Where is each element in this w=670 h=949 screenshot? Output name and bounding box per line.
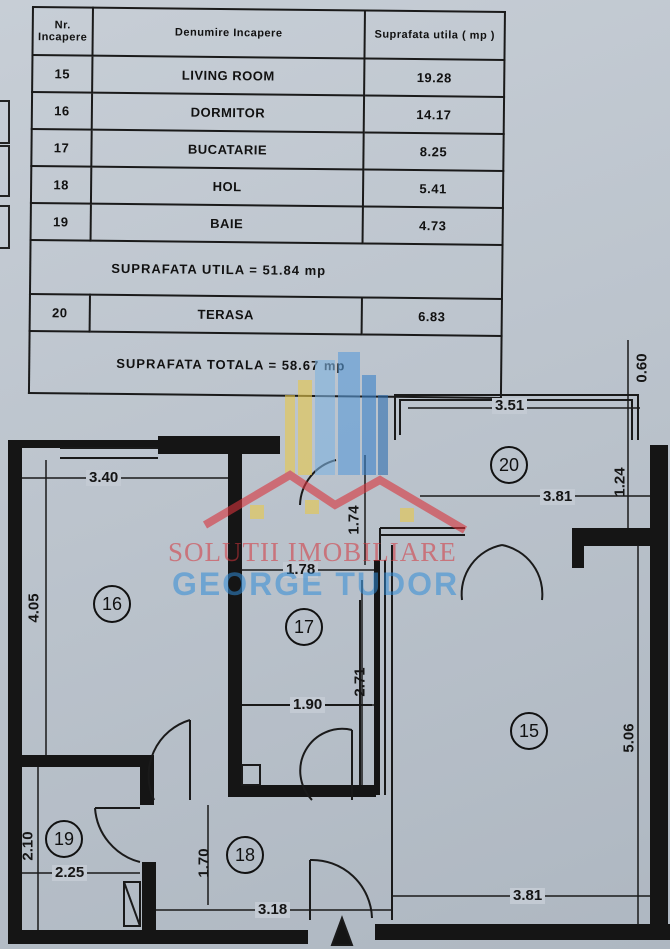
margin-mark (0, 145, 10, 197)
dimension-lines (22, 340, 650, 930)
room-number-label: 20 (490, 446, 528, 484)
plan-lines (60, 394, 639, 946)
margin-mark (0, 100, 10, 144)
dimension-label: 3.81 (540, 489, 576, 505)
watermark-text: SOLUTII IMOBILIARE (168, 537, 457, 567)
dimension-label: 4.05 (25, 593, 43, 623)
dimension-label: 1.78 (283, 562, 319, 578)
room-number-label: 17 (285, 608, 323, 646)
dimension-label: 0.60 (633, 353, 651, 383)
dimension-label: 2.71 (351, 667, 369, 697)
margin-mark (0, 205, 10, 249)
dimension-label: 1.70 (195, 848, 213, 878)
watermark-logo (202, 352, 468, 534)
dimension-label: 3.40 (86, 470, 122, 486)
dimension-label: 1.74 (345, 505, 363, 535)
dimension-label: 3.81 (510, 888, 546, 904)
dimension-label: 2.10 (19, 831, 37, 861)
walls (8, 436, 670, 944)
room-number-label: 16 (93, 585, 131, 623)
room-number-label: 15 (510, 712, 548, 750)
dimension-label: 3.18 (255, 902, 291, 918)
dimension-label: 1.24 (611, 467, 629, 497)
dimension-label: 5.06 (620, 723, 638, 753)
room-number-label: 19 (45, 820, 83, 858)
dimension-label: 1.90 (290, 697, 326, 713)
room-number-label: 18 (226, 836, 264, 874)
dimension-label: 3.51 (492, 398, 528, 414)
dimension-label: 2.25 (52, 865, 88, 881)
watermark-text: GEORGE TUDOR (172, 566, 460, 602)
